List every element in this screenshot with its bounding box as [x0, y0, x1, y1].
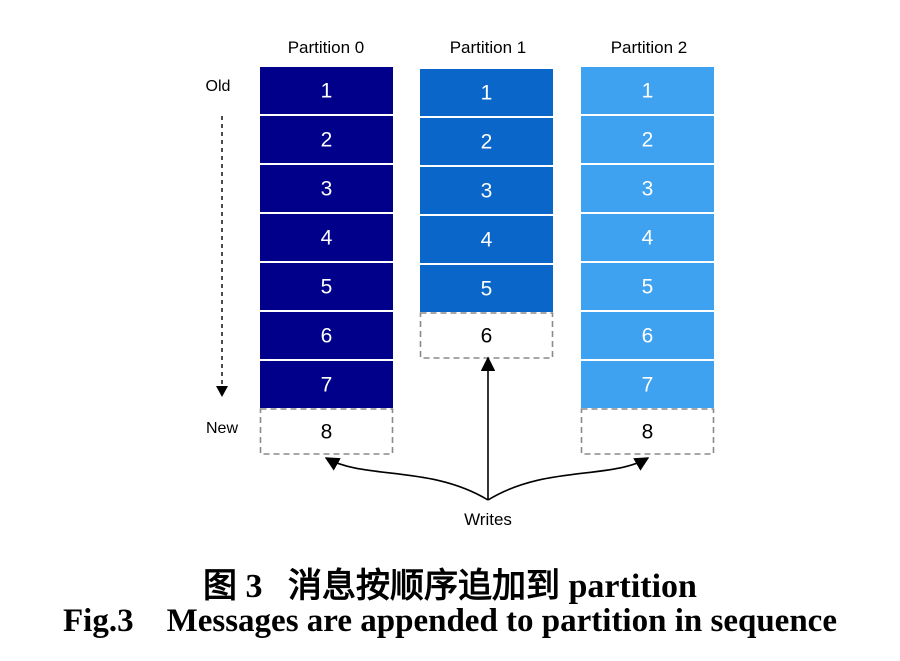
writes-arrow-partition-0 — [324, 457, 489, 501]
partition-2-message-label: 3 — [642, 178, 654, 201]
partition-2-message-block — [581, 312, 714, 359]
partition-1-message-label: 5 — [481, 278, 493, 301]
partition-2-next-slot — [580, 408, 715, 455]
partition-1-message-block — [420, 118, 553, 165]
new-label: New — [206, 420, 238, 437]
partition-1-message-block — [420, 69, 553, 116]
partition-2-message-block — [581, 214, 714, 261]
partition-0-message-block — [260, 165, 393, 212]
partition-1-message-block — [420, 265, 553, 312]
old-label: Old — [206, 78, 231, 95]
partition-1-message-block — [420, 216, 553, 263]
partition-2-message-label: 5 — [642, 276, 654, 299]
partition-2-next-label: 8 — [642, 421, 654, 444]
partition-2-message-label: 6 — [642, 325, 654, 348]
partition-0-message-label: 2 — [321, 129, 333, 152]
partition-1-message-label: 1 — [481, 82, 493, 105]
partition-2-message-block — [581, 116, 714, 163]
writes-label: Writes — [464, 510, 512, 529]
partition-0-message-block — [260, 361, 393, 408]
partition-1-message-block — [420, 167, 553, 214]
partition-0-message-block — [260, 116, 393, 163]
partition-1-message-label: 3 — [481, 180, 493, 203]
partition-2-message-block — [581, 361, 714, 408]
caption-english: Fig.3 Messages are appended to partition… — [63, 603, 837, 639]
partition-2-message-block — [581, 165, 714, 212]
message-blocks: 1 2 3 4 5 6 7 8 1 2 3 4 5 6 1 2 3 4 5 6 7 8 — [259, 67, 715, 455]
partition-0-message-block — [260, 67, 393, 114]
partition-2-title: Partition 2 — [611, 38, 688, 57]
partition-0-message-label: 5 — [321, 276, 333, 299]
partition-0-next-slot — [259, 408, 394, 455]
partition-2-message-label: 7 — [642, 374, 654, 397]
partition-0-message-block — [260, 263, 393, 310]
partition-2-message-block — [581, 67, 714, 114]
partition-1-message-label: 2 — [481, 131, 493, 154]
partition-0-message-label: 7 — [321, 374, 333, 397]
partition-2-message-label: 2 — [642, 129, 654, 152]
partition-1-next-label: 6 — [481, 325, 493, 348]
time-axis-arrowhead — [216, 386, 228, 397]
partition-0-next-label: 8 — [321, 421, 333, 444]
partition-0-message-block — [260, 214, 393, 261]
partition-2-message-label: 1 — [642, 80, 654, 103]
partition-0-message-label: 3 — [321, 178, 333, 201]
partition-0-message-label: 1 — [321, 80, 333, 103]
partition-1-title: Partition 1 — [450, 38, 527, 57]
writes-arrow-partition-2 — [487, 457, 650, 501]
partition-0-message-block — [260, 312, 393, 359]
caption-chinese: 图 3 消息按顺序追加到 partition — [203, 568, 697, 605]
partition-0-title: Partition 0 — [288, 38, 365, 57]
partition-1-message-label: 4 — [481, 229, 493, 252]
partition-0-message-label: 4 — [321, 227, 333, 250]
partition-2-message-block — [581, 263, 714, 310]
partition-2-message-label: 4 — [642, 227, 654, 250]
partition-0-message-label: 6 — [321, 325, 333, 348]
